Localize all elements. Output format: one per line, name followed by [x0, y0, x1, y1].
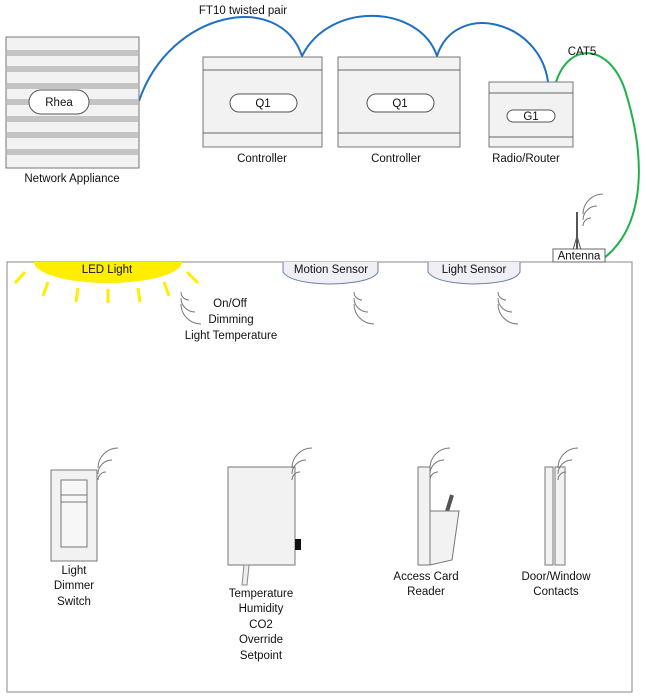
dimmer-label-2: Dimmer	[54, 580, 94, 592]
card-reader-label-1: Access Card	[393, 571, 458, 583]
network-appliance-label: Network Appliance	[24, 173, 119, 185]
rhea-chip: Rhea	[45, 97, 73, 109]
antenna-label: Antenna	[558, 251, 601, 263]
network-appliance: Rhea	[5, 36, 140, 169]
thermostat-label-1: Temperature	[229, 588, 294, 600]
led-light: LED Light	[13, 262, 200, 303]
thermostat-label-2: Humidity	[239, 603, 284, 615]
g1-chip: G1	[523, 111, 538, 123]
radio-router-label: Radio/Router	[492, 153, 560, 165]
light-dimmer-switch	[50, 447, 119, 562]
room-boundary	[6, 261, 633, 693]
contacts-label-2: Contacts	[533, 586, 579, 598]
door-window-contacts	[544, 447, 579, 566]
light-sensor-label: Light Sensor	[442, 264, 507, 276]
motion-sensor: Motion Sensor	[282, 262, 379, 285]
controller-2-chip: Q1	[392, 98, 407, 110]
led-light-label: LED Light	[82, 264, 133, 276]
card-reader-wireless-icon	[429, 447, 451, 481]
controller-2-label: Controller	[371, 153, 421, 165]
dimmer-label-1: Light	[62, 565, 88, 577]
radio-router: G1	[488, 81, 574, 148]
cat5-cable	[555, 52, 640, 259]
access-card-reader	[417, 447, 460, 566]
motion-sensor-label: Motion Sensor	[294, 264, 368, 276]
led-function-dimming: Dimming	[208, 314, 253, 326]
led-function-onoff: On/Off	[213, 298, 247, 310]
dimmer-label-3: Switch	[57, 596, 91, 608]
thermostat-label-4: Override	[239, 634, 283, 646]
ft10-cable	[138, 14, 549, 102]
contacts-label-1: Door/Window	[521, 571, 591, 583]
cat5-label: CAT5	[568, 46, 597, 58]
led-wireless-icon	[180, 291, 202, 325]
motion-wireless-icon	[353, 291, 375, 325]
light-sensor: Light Sensor	[427, 262, 521, 285]
ft10-label: FT10 twisted pair	[199, 5, 287, 17]
thermostat-label-5: Setpoint	[240, 650, 283, 662]
dimmer-wireless-icon	[97, 447, 119, 481]
light-sensor-wireless-icon	[497, 291, 519, 325]
thermostat	[227, 447, 313, 586]
controller-2: Q1	[337, 56, 461, 148]
controller-1-chip: Q1	[255, 98, 270, 110]
controller-1: Q1	[202, 56, 323, 148]
card-reader-label-2: Reader	[407, 586, 445, 598]
controller-1-label: Controller	[237, 153, 287, 165]
thermostat-label-3: CO2	[249, 619, 273, 631]
led-function-temperature: Light Temperature	[185, 330, 277, 342]
antenna-icon	[572, 193, 604, 251]
